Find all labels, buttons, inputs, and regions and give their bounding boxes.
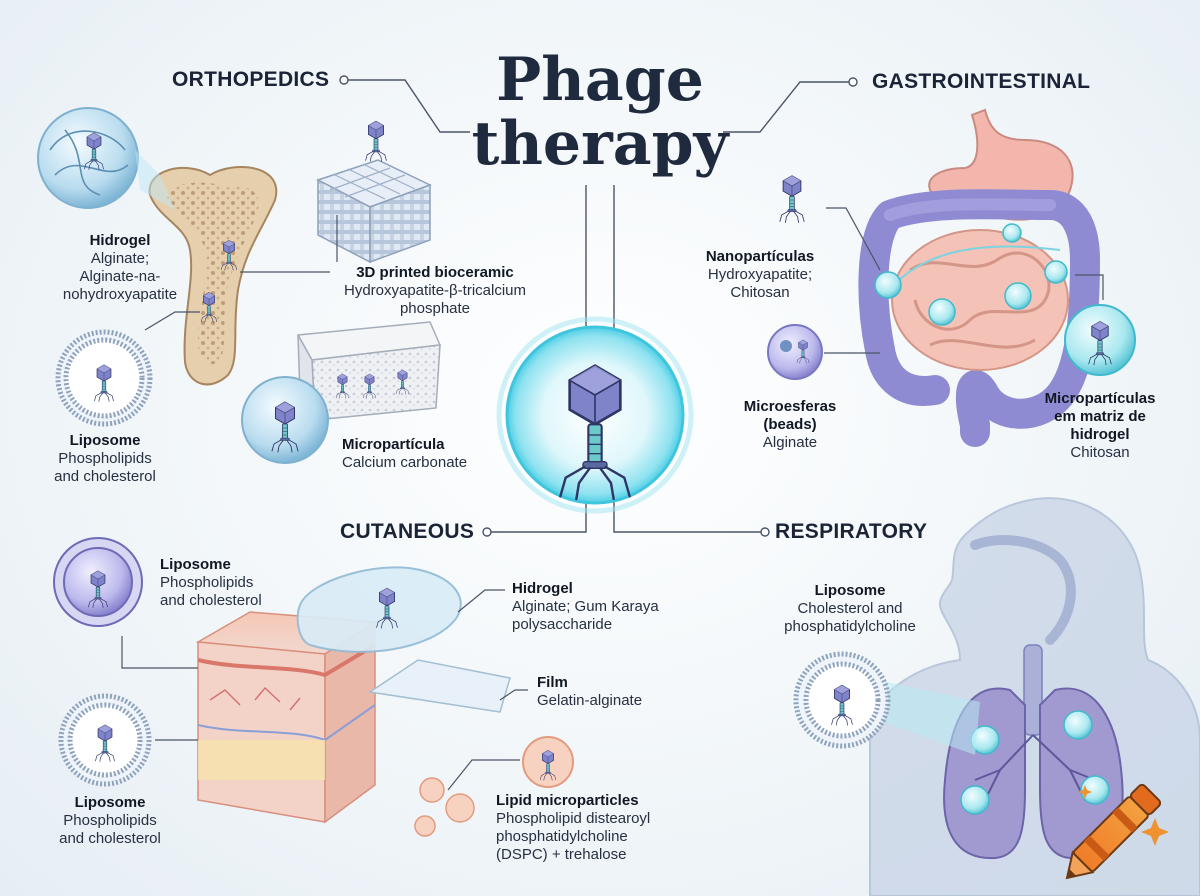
liposome-cutaneous-top: [53, 537, 143, 627]
label-gi-microparticulas: Micropartículas em matriz de hidrogel Ch…: [1044, 390, 1156, 461]
page-title: Phage therapy: [440, 48, 760, 176]
title-line-2: therapy: [471, 109, 729, 179]
label-ortho-liposome: Liposome Phospholipids and cholesterol: [54, 432, 156, 485]
liposome-cutaneous-bottom: [58, 693, 152, 787]
section-respiratory: RESPIRATORY: [775, 520, 928, 543]
label-resp-liposome: Liposome Cholesterol and phosphatidylcho…: [784, 582, 916, 635]
label-cut-lipid: Lipid microparticles Phospholipid distea…: [496, 792, 651, 863]
label-gi-microesferas: Microesferas (beads) Alginate: [743, 398, 837, 451]
liposome-respiratory: [793, 651, 891, 749]
label-cut-film: Film Gelatin-alginate: [537, 674, 643, 709]
label-ortho-microparticula: Micropartícula Calcium carbonate: [342, 436, 468, 471]
gastrointestinal-art: [767, 108, 1136, 447]
label-ortho-bioceramic: 3D printed bioceramic Hydroxyapatite-β-t…: [343, 264, 526, 317]
label-cut-hidrogel: Hidrogel Alginate; Gum Karaya polysaccha…: [512, 580, 659, 633]
section-gastrointestinal: GASTROINTESTINAL: [872, 70, 1091, 93]
bioceramic-scaffold: [316, 120, 432, 264]
label-cut-liposome-top: Liposome Phospholipids and cholesterol: [160, 556, 262, 609]
label-ortho-hidrogel: Hidrogel Alginate; Alginate-na- nohydrox…: [62, 232, 178, 303]
crayon-icon: [1065, 783, 1162, 880]
calcium-block: [296, 321, 442, 421]
section-cutaneous: CUTANEOUS: [340, 520, 475, 543]
orthopedics-art: [37, 107, 442, 464]
cutaneous-art: [53, 537, 574, 837]
central-phage: [496, 316, 694, 514]
title-line-1: Phage: [496, 45, 704, 115]
respiratory-art: [793, 497, 1200, 896]
label-cut-liposome-bottom: Liposome Phospholipids and cholesterol: [59, 794, 161, 847]
label-gi-nanoparticulas: Nanopartículas Hydroxyapatite; Chitosan: [705, 248, 815, 301]
sparkle-icon: [1141, 818, 1169, 846]
section-orthopedics: ORTHOPEDICS: [172, 68, 330, 91]
liposome-ortho: [55, 329, 153, 427]
